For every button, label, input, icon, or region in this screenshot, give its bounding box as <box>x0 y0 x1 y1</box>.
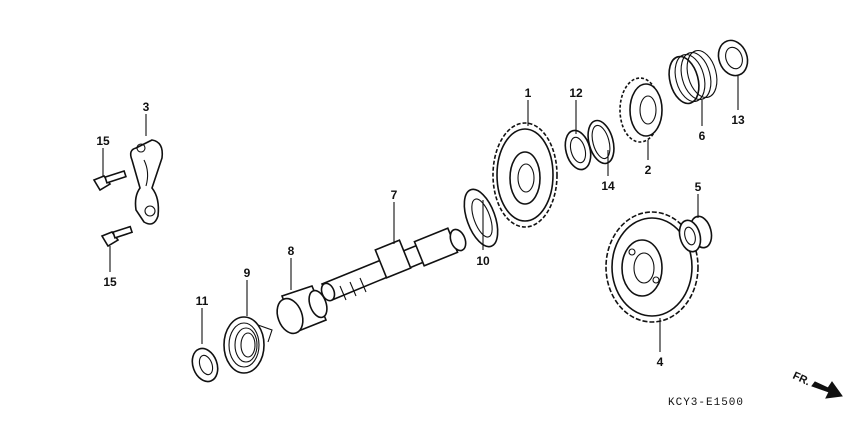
part-2-ratchet <box>619 77 663 143</box>
part-10-washer <box>463 188 499 248</box>
callout-15-lower: 15 <box>103 275 117 289</box>
part-6-spring <box>668 49 718 105</box>
callout-10: 10 <box>476 254 490 268</box>
callout-6: 6 <box>699 129 706 143</box>
callout-9: 9 <box>244 266 251 280</box>
part-5-bushing <box>678 215 713 253</box>
front-direction-indicator: FR. <box>791 370 843 399</box>
callout-13: 13 <box>731 113 745 127</box>
callout-11: 11 <box>196 294 209 308</box>
diagram-code: KCY3-E1500 <box>668 397 744 409</box>
callout-1: 1 <box>525 86 532 100</box>
part-13-washer <box>717 39 749 77</box>
callout-5: 5 <box>695 180 702 194</box>
callout-2: 2 <box>645 163 652 177</box>
callout-7: 7 <box>391 188 398 202</box>
arrow-right-icon <box>811 381 843 399</box>
callouts: 3 15 15 11 9 8 7 10 1 12 14 2 6 13 5 4 <box>96 86 745 369</box>
part-4-gear <box>605 211 699 323</box>
callout-8: 8 <box>288 244 295 258</box>
part-1-gear <box>492 122 558 228</box>
callout-15-upper: 15 <box>96 134 110 148</box>
part-11-washer <box>191 347 219 383</box>
part-8-collar <box>276 285 328 335</box>
callout-4: 4 <box>657 355 664 369</box>
part-7-shaft <box>320 227 467 302</box>
callout-12: 12 <box>569 86 583 100</box>
direction-label: FR. <box>791 370 812 388</box>
part-15-bolt-upper <box>92 169 127 192</box>
part-3-bracket <box>129 139 164 225</box>
part-9-spring <box>223 316 273 374</box>
leader-lines <box>102 76 739 352</box>
callout-14: 14 <box>601 179 615 193</box>
part-15-bolt-lower <box>100 225 134 248</box>
callout-3: 3 <box>143 100 150 114</box>
